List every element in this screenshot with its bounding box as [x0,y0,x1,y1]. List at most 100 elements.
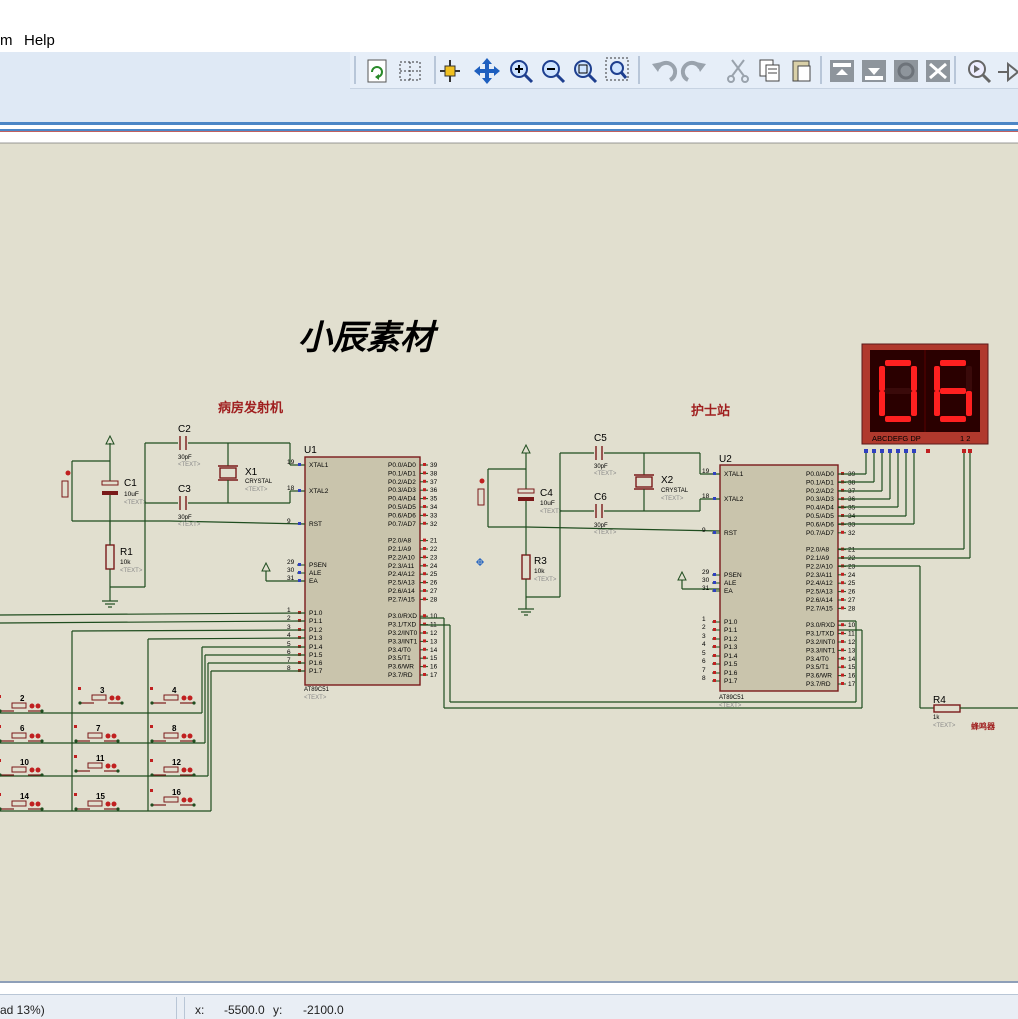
pin-label: P1.5 [724,661,738,668]
pin-label: P3.7/RD [388,672,413,679]
seven-segment-display[interactable]: ABCDEFG DP 1 2 [861,343,989,445]
pin-number: 9 [702,527,706,534]
copy-icon[interactable] [759,59,780,82]
paste-icon[interactable] [792,60,811,82]
keypad-buttons: 2 3 4 6 7 8 10 11 12 14 15 16 [0,686,196,811]
block-rotate-icon[interactable] [894,60,918,82]
resistor-r3[interactable]: R3 10k <TEXT> [521,551,557,605]
keypad-button-15[interactable]: 15 [74,792,120,811]
keypad-button-8[interactable]: 8 [150,724,196,743]
refresh-icon[interactable] [367,59,387,83]
pin-label: P3.0/RXD [806,622,835,629]
pin-number: 30 [702,577,710,584]
pin-number: 26 [848,589,856,596]
x1-ref: X1 [245,467,258,478]
block-move-icon[interactable] [862,60,886,82]
capacitor-c2[interactable]: C2 30pF <TEXT> [145,424,228,468]
pin-label: P3.2/INT0 [806,639,836,646]
keypad-button-3[interactable]: 3 [78,686,124,705]
keypad-button-2[interactable]: 2 [0,694,44,713]
redo-icon[interactable] [680,60,706,82]
menu-item-help[interactable]: Help [24,32,55,49]
cut-icon[interactable] [727,59,749,83]
crystal-x1[interactable]: X1 CRYSTAL <TEXT> [218,442,305,504]
pin-marker [298,489,301,492]
keypad-button-label: 14 [20,792,29,801]
grid-icon[interactable] [399,61,421,81]
pick-device-icon[interactable] [968,60,992,84]
keypad-button-6[interactable]: 6 [0,724,44,743]
pin-label: P1.1 [309,618,323,625]
make-device-icon[interactable] [998,61,1018,83]
pin-marker [423,589,426,592]
keypad-button-12[interactable]: 12 [150,758,196,777]
c5-value: 30pF [594,464,608,470]
pin-label: P1.3 [309,635,323,642]
zoom-out-icon[interactable] [542,60,566,84]
pin-label: P3.5/T1 [806,664,829,671]
keypad-button-11[interactable]: 11 [74,754,120,773]
pin-number: 19 [702,468,710,475]
zoom-all-icon[interactable] [574,60,598,84]
pan-icon[interactable] [474,58,500,84]
keypad-button-4[interactable]: 4 [150,686,196,705]
pin-marker [423,563,426,567]
pin-label: PSEN [724,572,742,579]
pin-marker [423,463,426,466]
power-terminal-1 [105,434,115,459]
pin-number: 38 [430,470,438,477]
pin-number: 27 [848,597,856,604]
pin-number: 5 [287,641,291,648]
keypad-button-label: 6 [20,724,25,733]
zoom-area-icon[interactable] [605,57,629,81]
resistor-r1[interactable]: R1 10k <TEXT> [105,521,143,595]
keypad-button-14[interactable]: 14 [0,792,44,811]
resistor-r4[interactable]: R4 1k <TEXT> [920,695,1018,729]
pin-marker [423,647,426,651]
c2-text: <TEXT> [178,462,201,468]
undo-icon[interactable] [652,60,678,82]
toolbar-separator [820,56,822,84]
schematic-canvas[interactable]: .wire { stroke:#1f4d1f; stroke-width:1.2… [0,131,1018,991]
pin-label: P0.2/AD2 [388,479,416,486]
toolbar-separator [354,56,356,84]
r3-text: <TEXT> [534,577,557,583]
pin-label: P3.0/RXD [388,613,417,620]
pin-marker [423,513,426,517]
pin-label: P2.0/A8 [388,538,412,545]
capacitor-c3[interactable]: C3 30pF <TEXT> [145,484,228,528]
pin-marker [423,656,426,660]
block-copy-icon[interactable] [830,60,854,82]
pin-label: P0.4/AD4 [388,496,416,503]
crystal-x2[interactable]: X2 CRYSTAL <TEXT> [634,452,720,512]
keypad-button-label: 12 [172,758,181,767]
u1-part: AT89C51 [304,687,330,693]
reset-button-2[interactable] [477,468,526,528]
ward-transmitter-title: 病房发射机 [218,400,283,415]
cursor-marker [476,558,484,566]
menu-item-truncated[interactable]: m [0,32,13,49]
capacitor-c5[interactable]: C5 30pF <TEXT> [560,433,644,477]
pin-number: 14 [848,656,856,663]
capacitor-c6[interactable]: C6 30pF <TEXT> [560,492,644,536]
pin-number: 32 [430,521,438,528]
origin-icon[interactable] [440,60,460,82]
keypad-button-7[interactable]: 7 [74,724,120,743]
block-delete-icon[interactable] [926,60,950,82]
reset-button-1[interactable] [61,460,110,522]
pin-marker [423,572,426,576]
pin-number: 18 [702,493,710,500]
nurse-station-title: 护士站 [691,403,730,418]
segment-c [911,391,917,416]
display-pin [962,449,966,453]
pin-marker [713,472,716,475]
zoom-in-icon[interactable] [510,60,534,84]
segment-b [911,366,917,391]
pin-number: 17 [848,681,856,688]
keypad-button-16[interactable]: 16 [150,788,196,807]
keypad-button-10[interactable]: 10 [0,758,44,777]
capacitor-c4[interactable]: C4 10uF <TEXT> [517,469,563,551]
schematic-area[interactable]: .wire { stroke:#1f4d1f; stroke-width:1.2… [0,131,1018,991]
